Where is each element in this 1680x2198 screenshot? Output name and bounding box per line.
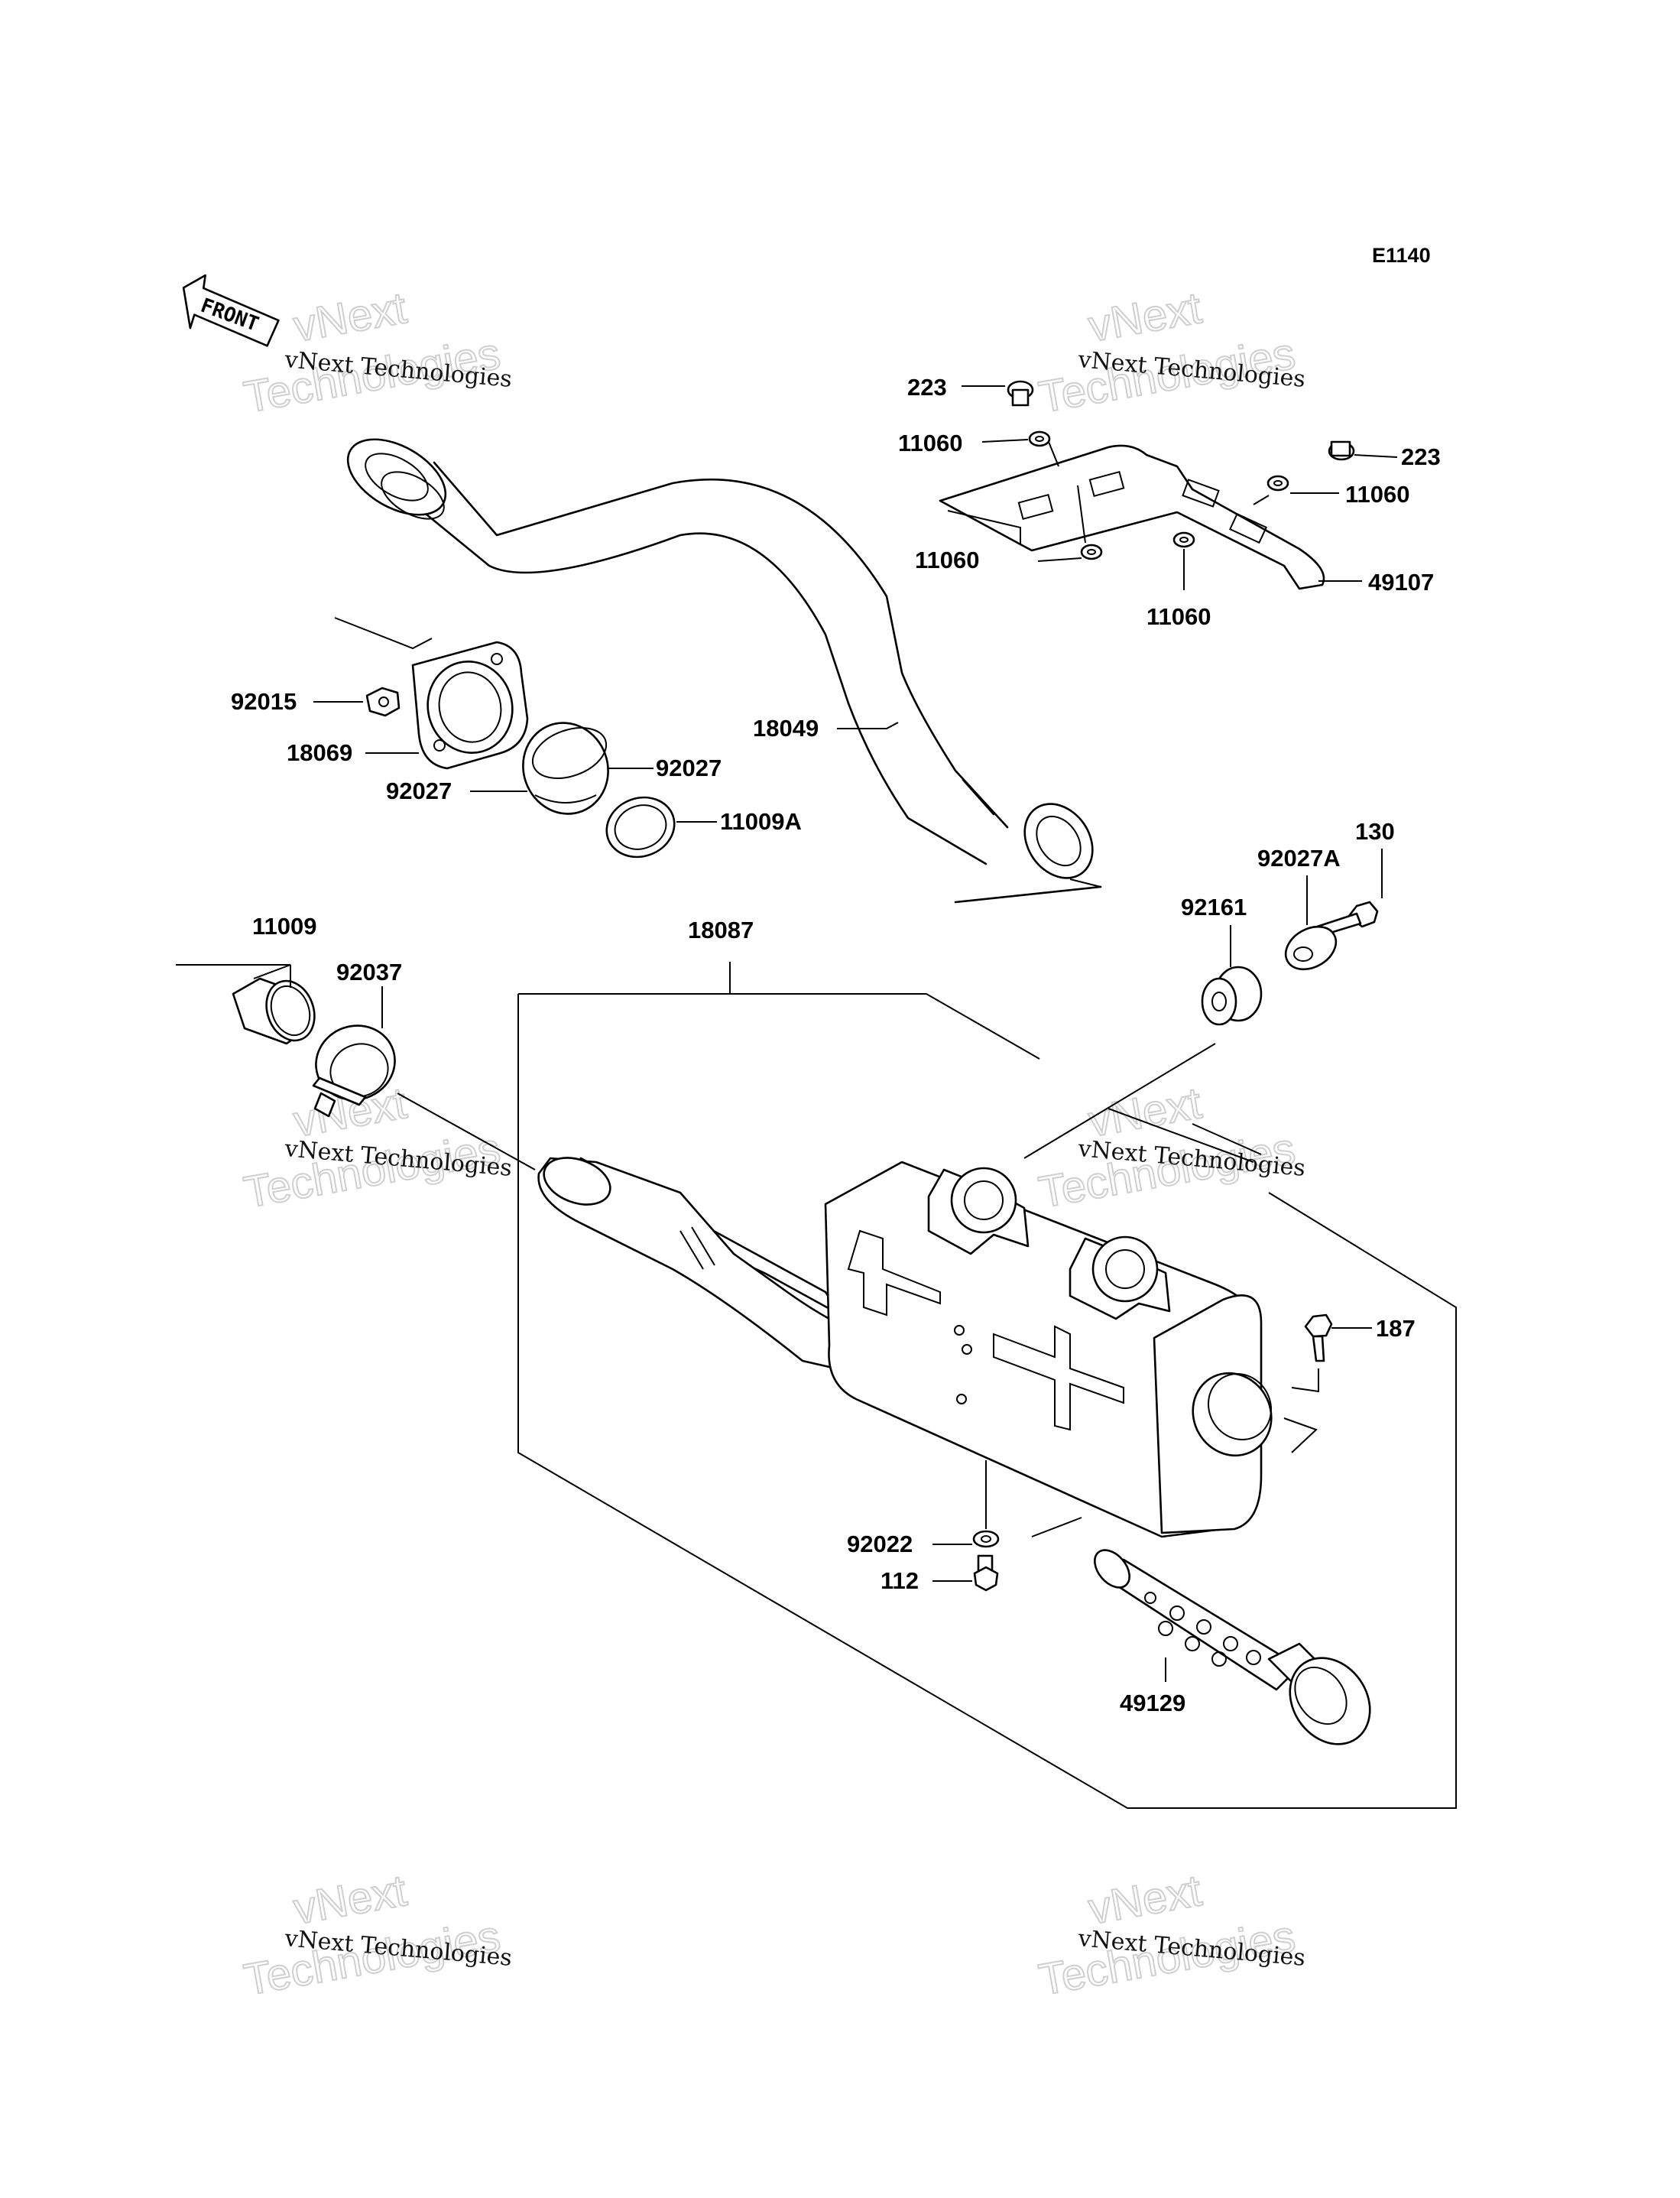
label-49129: 49129 [1120,1690,1185,1716]
label-11060-a: 11060 [898,430,963,456]
washer-11060-icons [1028,430,1289,560]
collar-92027A-icon [1284,925,1338,971]
watermark-bottom-right: vNext Technologies [1034,1865,1299,2005]
label-92022: 92022 [847,1531,913,1557]
gasket-11009-icon [232,977,316,1045]
label-92027A: 92027A [1257,845,1341,872]
label-18049: 18049 [753,715,819,742]
watermark-vnext-text: vNext [290,283,410,352]
label-49107: 49107 [1368,569,1434,596]
exhaust-header-pipe-18049 [346,438,1102,904]
exhaust-flange-18069 [411,641,529,770]
watermark-vnext-text: vNext [1085,1078,1205,1147]
bolt-223-right-icon [1328,440,1355,461]
label-11060-d: 11060 [1146,603,1211,630]
label-112: 112 [881,1567,919,1594]
label-11060-c: 11060 [915,547,980,573]
muffler-18087 [537,1157,1273,1538]
label-223-right: 223 [1401,443,1441,470]
gasket-11009A-icon [605,796,676,859]
grommet-92161-icon [1201,966,1263,1026]
label-92027-right: 92027 [656,755,722,781]
bolt-223-icon [1007,380,1034,407]
watermark-vnext-text: vNext [1085,1865,1205,1934]
label-11009: 11009 [252,913,317,940]
spark-arrester-49129 [1094,1549,1371,1745]
washer-92022-icon [972,1530,1000,1548]
heat-guard-49107 [939,444,1325,590]
watermark-mid-right: vNext Technologies [1034,1077,1299,1218]
watermark-vnext-text: vNext [290,1865,410,1934]
label-92161: 92161 [1181,894,1247,920]
bolt-112-icon [973,1554,999,1592]
watermark-top-right: vNext Technologies [1034,282,1299,423]
label-11060-b: 11060 [1345,481,1410,508]
label-18087: 18087 [688,917,754,943]
watermark-top-left: vNext Technologies [239,282,504,423]
label-187: 187 [1376,1315,1416,1342]
diagram-code-label: E1140 [1372,244,1431,267]
clamp-92037-icon [312,1024,396,1118]
bolt-187-icon [1304,1313,1333,1362]
label-130: 130 [1355,818,1395,845]
label-92037: 92037 [336,959,402,985]
label-92015: 92015 [231,688,297,715]
label-11009A: 11009A [720,808,802,835]
gasket-92027-icons [522,722,609,815]
label-18069: 18069 [287,739,352,766]
front-arrow-icon: FRONT [182,274,280,347]
label-92027-left: 92027 [386,778,452,804]
nut-92015-icon [365,687,401,717]
watermark-vnext-text: vNext [1085,283,1205,352]
watermark-bottom-left: vNext Technologies [239,1865,504,2005]
label-223-top: 223 [907,374,947,401]
